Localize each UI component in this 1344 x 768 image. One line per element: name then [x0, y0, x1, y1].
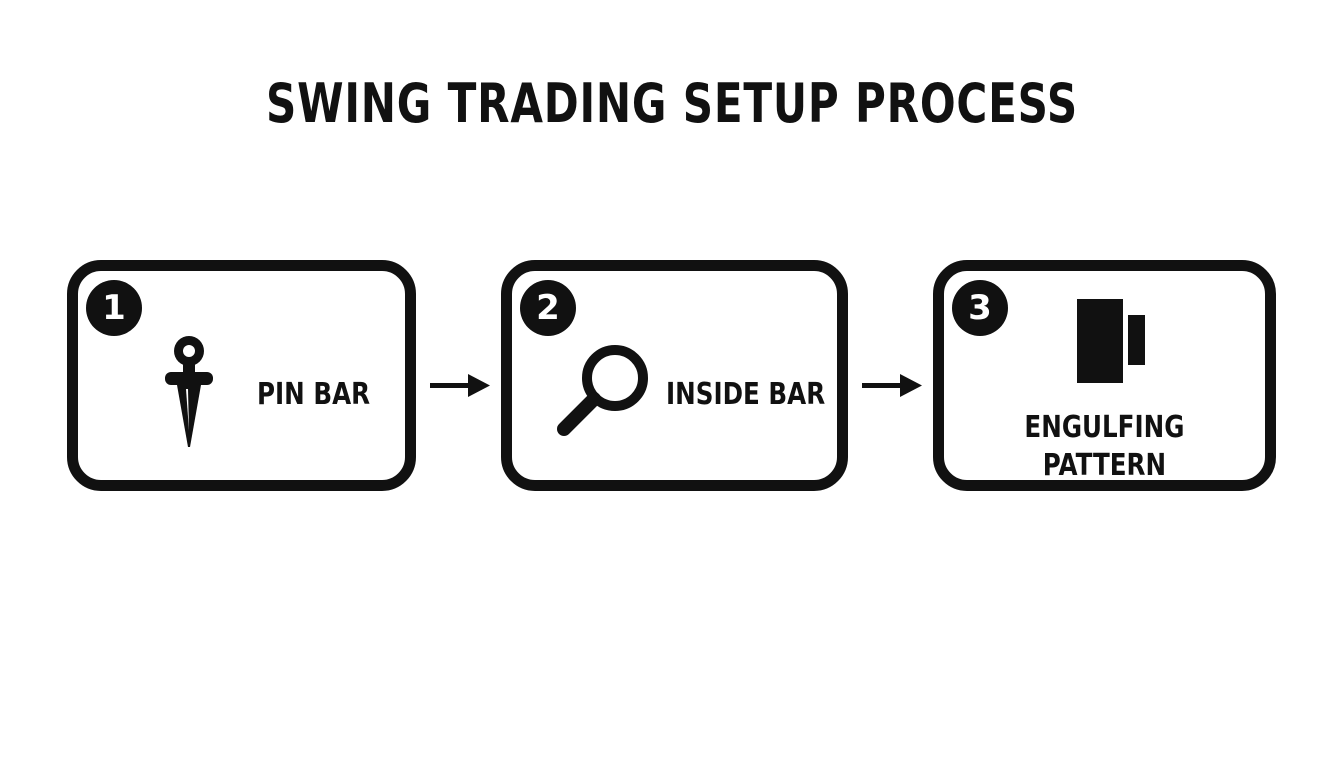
arrow-right-icon	[430, 372, 490, 405]
step-label-line: ENGULFING	[1024, 410, 1185, 445]
step-number-badge: 2	[520, 280, 576, 336]
step-label: INSIDE BAR	[666, 377, 826, 412]
step-label-line: PATTERN	[1042, 448, 1167, 483]
step-number-badge: 3	[952, 280, 1008, 336]
step-label: PIN BAR	[257, 377, 371, 412]
step-label: ENGULFING PATTERN	[973, 409, 1236, 485]
step-card-engulfing-pattern: 3 ENGULFING PATTERN	[933, 260, 1276, 491]
page-title: SWING TRADING SETUP PROCESS	[265, 72, 1079, 135]
step-card-inside-bar: 2 INSIDE BAR	[501, 260, 848, 491]
pushpin-icon	[164, 331, 214, 447]
engulfing-bars-icon	[1065, 299, 1145, 383]
step-card-pin-bar: 1 PIN BAR	[67, 260, 416, 491]
arrow-right-icon	[862, 372, 922, 405]
step-number-badge: 1	[86, 280, 142, 336]
magnifier-icon	[552, 343, 652, 443]
